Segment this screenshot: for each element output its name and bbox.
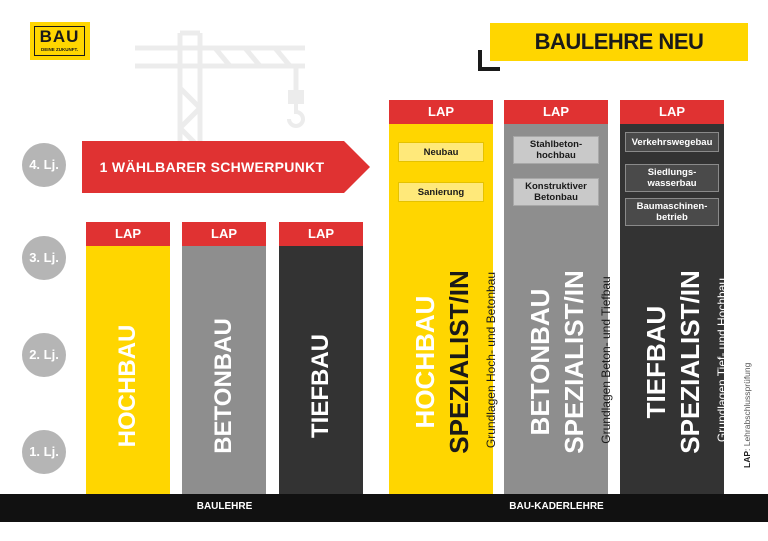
option-sanierung: Sanierung — [398, 182, 484, 202]
column-label-line1: BETONBAU — [525, 288, 555, 436]
lap-badge: LAP — [389, 100, 493, 124]
column-label-line2: SPEZIALIST/IN — [559, 270, 589, 454]
option-baumaschinenbetrieb: Baumaschinen- betrieb — [625, 198, 719, 226]
column-label-line2: SPEZIALIST/IN — [675, 270, 705, 454]
column-subtitle: Grundlagen Tief- und Hochbau — [715, 277, 729, 443]
year-2-badge: 2. Lj. — [22, 333, 66, 377]
title-corner-mark — [478, 50, 482, 71]
option-konstruktiver-betonbau: Konstruktiver Betonbau — [513, 178, 599, 206]
arrow-label: 1 WÄHLBARER SCHWERPUNKT — [99, 159, 325, 175]
legend: LAP: Lehrabschlussprüfung — [742, 348, 752, 468]
title-corner-mark-h — [478, 67, 500, 71]
option-stahlbetonhochbau: Stahlbeton- hochbau — [513, 136, 599, 164]
column-label: HOCHBAU — [114, 324, 141, 448]
column-label-line1: TIEFBAU — [641, 305, 671, 419]
column-subtitle: Grundlagen Hoch- und Betonbau — [484, 271, 498, 449]
bottom-bar — [0, 494, 768, 522]
column-label-line1: HOCHBAU — [410, 295, 440, 429]
column-body — [279, 246, 363, 495]
kaderlehre-label: BAU-KADERLEHRE — [509, 501, 604, 512]
legend-abbr: LAP — [742, 451, 752, 468]
baulehre-label: BAULEHRE — [196, 501, 253, 512]
page-title: BAULEHRE NEU — [534, 29, 704, 54]
schwerpunkt-arrow: 1 WÄHLBARER SCHWERPUNKT — [82, 141, 370, 193]
bau-logo: BAU DEINE ZUKUNFT. — [30, 22, 90, 60]
logo-tagline: DEINE ZUKUNFT. — [41, 47, 78, 52]
column-label: BETONBAU — [210, 318, 237, 454]
column-label-line2: SPEZIALIST/IN — [444, 270, 474, 454]
lap-badge: LAP — [279, 222, 363, 246]
option-verkehrswegebau: Verkehrswegebau — [625, 132, 719, 152]
year-4-badge: 4. Lj. — [22, 143, 66, 187]
column-label: TIEFBAU — [307, 334, 334, 438]
column-hochbau-spezialist: LAP Neubau Sanierung HOCHBAU SPEZIALIST/… — [389, 100, 498, 495]
year-1-badge: 1. Lj. — [22, 430, 66, 474]
title-box: BAULEHRE NEU — [490, 23, 748, 61]
arrow-shape — [82, 141, 370, 193]
column-body — [182, 246, 266, 495]
option-siedlungswasserbau: Siedlungs- wasserbau — [625, 164, 719, 192]
lap-badge: LAP — [620, 100, 724, 124]
year-3-badge: 3. Lj. — [22, 236, 66, 280]
lap-badge: LAP — [504, 100, 608, 124]
option-neubau: Neubau — [398, 142, 484, 162]
lap-badge: LAP — [182, 222, 266, 246]
logo-text: BAU — [39, 27, 80, 46]
column-subtitle: Grundlagen Beton- und Tiefbau — [599, 276, 613, 444]
column-body — [86, 246, 170, 495]
column-tiefbau: LAP TIEFBAU — [279, 222, 363, 495]
column-betonbau: LAP BETONBAU — [182, 222, 266, 495]
column-tiefbau-spezialist: LAP Verkehrswegebau Siedlungs- wasserbau… — [620, 100, 729, 495]
logo-frame: BAU DEINE ZUKUNFT. — [34, 26, 85, 56]
column-hochbau: LAP HOCHBAU — [86, 222, 170, 495]
column-betonbau-spezialist: LAP Stahlbeton- hochbau Konstruktiver Be… — [504, 100, 613, 495]
crane-watermark — [135, 30, 305, 158]
lap-badge: LAP — [86, 222, 170, 246]
legend-text: : Lehrabschlussprüfung — [742, 362, 752, 451]
